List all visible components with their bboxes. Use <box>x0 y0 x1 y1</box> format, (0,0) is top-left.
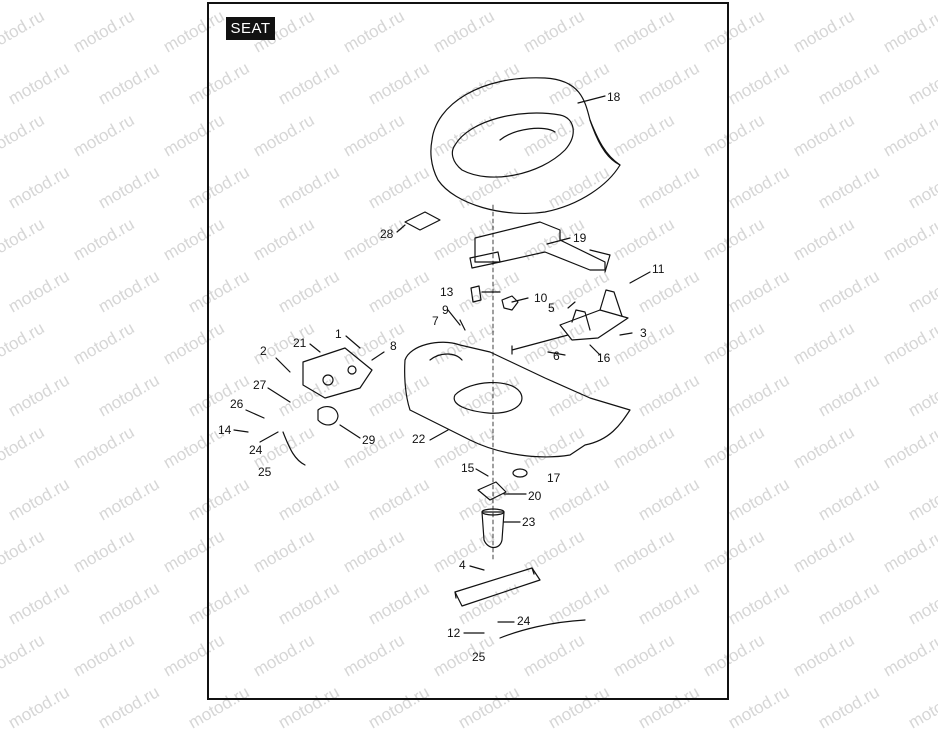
callout-label: 27 <box>253 378 267 392</box>
callout-label: 16 <box>597 351 611 365</box>
callout-label: 8 <box>390 339 397 353</box>
callout-label: 13 <box>440 285 454 299</box>
base-pan-part <box>404 341 631 458</box>
callout-label: 9 <box>442 303 449 317</box>
callout-label: 12 <box>447 626 461 640</box>
callout-label: 5 <box>548 301 555 315</box>
callout-label: 11 <box>652 262 665 276</box>
callout-label: 6 <box>553 349 560 363</box>
callout-label: 21 <box>293 336 307 350</box>
nut-part <box>501 295 519 311</box>
seat-exploded-diagram <box>233 77 651 639</box>
callout-label: 19 <box>573 231 587 245</box>
callout-label: 24 <box>249 443 263 457</box>
callout-label: 1 <box>335 327 342 341</box>
bumper-part <box>481 508 505 549</box>
plate-part <box>477 481 507 501</box>
hinge-part <box>559 289 629 341</box>
callout-label: 25 <box>472 650 486 664</box>
callout-label: 28 <box>380 227 394 241</box>
callout-label: 26 <box>230 397 244 411</box>
callout-label: 4 <box>459 558 466 572</box>
callout-label: 10 <box>534 291 548 305</box>
callout-label: 7 <box>432 314 439 328</box>
seat-cushion-part <box>430 77 621 215</box>
cable-part <box>499 619 586 639</box>
mounting-plate-part <box>454 567 541 607</box>
seat-bracket-part <box>469 221 611 273</box>
page-title: SEAT <box>226 17 275 40</box>
pad-part <box>404 211 441 231</box>
callout-label: 14 <box>218 423 232 437</box>
mount-bracket-part <box>302 347 373 399</box>
cable-part <box>282 431 306 466</box>
callout-label: 3 <box>640 326 647 340</box>
callout-label: 2 <box>260 344 267 358</box>
stud-part <box>470 285 482 303</box>
callout-label: 18 <box>607 90 621 104</box>
callout-label: 22 <box>412 432 426 446</box>
callout-label: 23 <box>522 515 536 529</box>
bolt-part <box>511 334 569 355</box>
callout-label: 25 <box>258 465 272 479</box>
knob-part <box>317 406 339 426</box>
callout-label: 17 <box>547 471 561 485</box>
ring-part <box>512 468 528 478</box>
callout-label: 20 <box>528 489 542 503</box>
callout-label: 24 <box>517 614 531 628</box>
callout-label: 15 <box>461 461 475 475</box>
callout-label: 29 <box>362 433 376 447</box>
diagram-frame <box>207 2 729 700</box>
